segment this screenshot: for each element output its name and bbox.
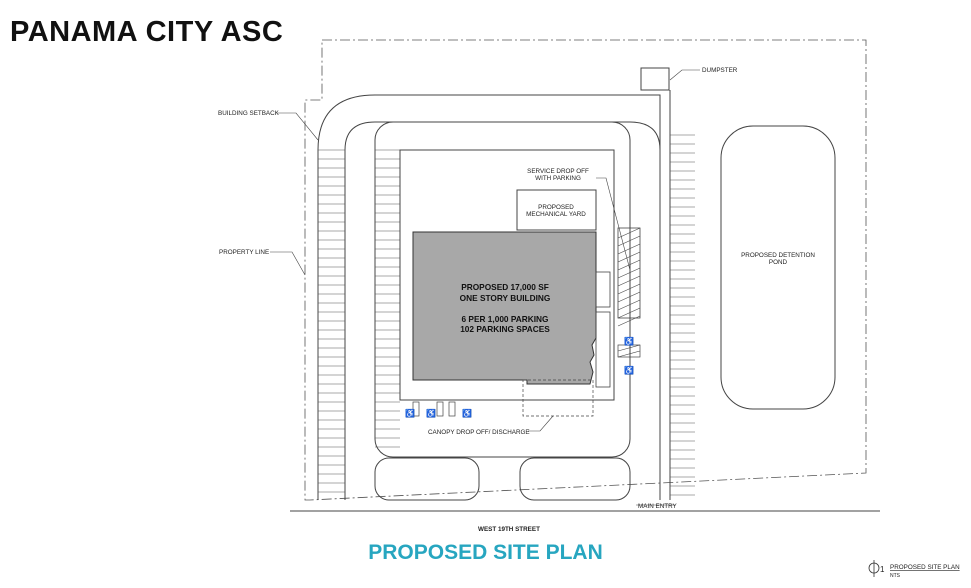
hatch-line — [617, 267, 641, 279]
svg-text:♿: ♿ — [624, 336, 634, 346]
hatch-line — [617, 235, 641, 247]
svg-text:♿: ♿ — [426, 408, 436, 418]
mid-parking-stalls — [375, 149, 400, 448]
page-title: PANAMA CITY ASC — [10, 16, 284, 48]
building-label-stories: ONE STORY BUILDING — [460, 293, 551, 303]
building-annex-lower — [595, 311, 611, 388]
scale-label: NTS — [890, 573, 901, 579]
inner-drive-curb — [344, 121, 661, 500]
left-parking-stalls — [318, 149, 345, 493]
mechanical-yard — [516, 189, 597, 231]
property-line-label: PROPERTY LINE — [219, 249, 269, 256]
building-pad — [399, 149, 615, 401]
dumpster-label: DUMPSTER — [702, 67, 738, 74]
svg-text:♿: ♿ — [462, 408, 472, 418]
detention-pond-label-1: PROPOSED DETENTION — [741, 252, 815, 259]
canopy-label: CANOPY DROP OFF/ DISCHARGE — [428, 429, 530, 436]
hatch-line — [617, 275, 641, 287]
hatch-line — [617, 251, 641, 263]
leader-lines — [270, 69, 700, 506]
hatch-line — [617, 243, 641, 255]
service-drop-label-2: WITH PARKING — [535, 175, 581, 182]
bottom-parking-island-left — [374, 457, 480, 501]
mechanical-yard-label-1: PROPOSED — [538, 204, 574, 211]
building-annex-upper — [595, 271, 611, 308]
svg-text:♿: ♿ — [624, 365, 634, 375]
detention-pond-label-2: POND — [769, 259, 788, 266]
sheet-number: 1 — [880, 565, 885, 574]
main-entry-label: MAIN ENTRY — [638, 503, 678, 510]
building-label-ratio: 6 PER 1,000 PARKING — [462, 314, 549, 324]
hatch-line — [617, 283, 641, 295]
proposed-building — [412, 231, 597, 385]
hatch-line — [617, 299, 641, 311]
hatch-line — [617, 307, 641, 319]
mechanical-yard-label-2: MECHANICAL YARD — [526, 211, 586, 218]
bottom-parking-island-right — [519, 457, 631, 501]
inner-parking-island — [374, 121, 631, 458]
street-label: WEST 19TH STREET — [478, 526, 540, 533]
property-line — [304, 39, 867, 501]
sheet-marker: 1 PROPOSED SITE PLAN NTS — [868, 560, 960, 579]
accessible-stalls-bottom: ♿ ♿ ♿ — [405, 401, 472, 418]
accessible-stalls-right: ♿ ♿ — [617, 336, 641, 375]
service-drop-hatch — [617, 227, 641, 327]
hatch-line — [617, 227, 641, 239]
service-drop-label-1: SERVICE DROP OFF — [527, 168, 589, 175]
outer-drive-curb — [317, 94, 661, 500]
dumpster — [640, 67, 670, 91]
plan-title: PROPOSED SITE PLAN — [368, 541, 603, 564]
right-parking-stalls — [670, 134, 695, 496]
hatch-line — [617, 315, 641, 327]
building-label-spaces: 102 PARKING SPACES — [460, 324, 550, 334]
hatch-line — [617, 291, 641, 303]
svg-text:♿: ♿ — [405, 408, 415, 418]
sheet-label: PROPOSED SITE PLAN — [890, 564, 960, 571]
building-label-area: PROPOSED 17,000 SF — [461, 282, 549, 292]
building-setback-label: BUILDING SETBACK — [218, 110, 280, 117]
canopy-outline — [522, 379, 594, 417]
detention-pond — [720, 125, 836, 410]
